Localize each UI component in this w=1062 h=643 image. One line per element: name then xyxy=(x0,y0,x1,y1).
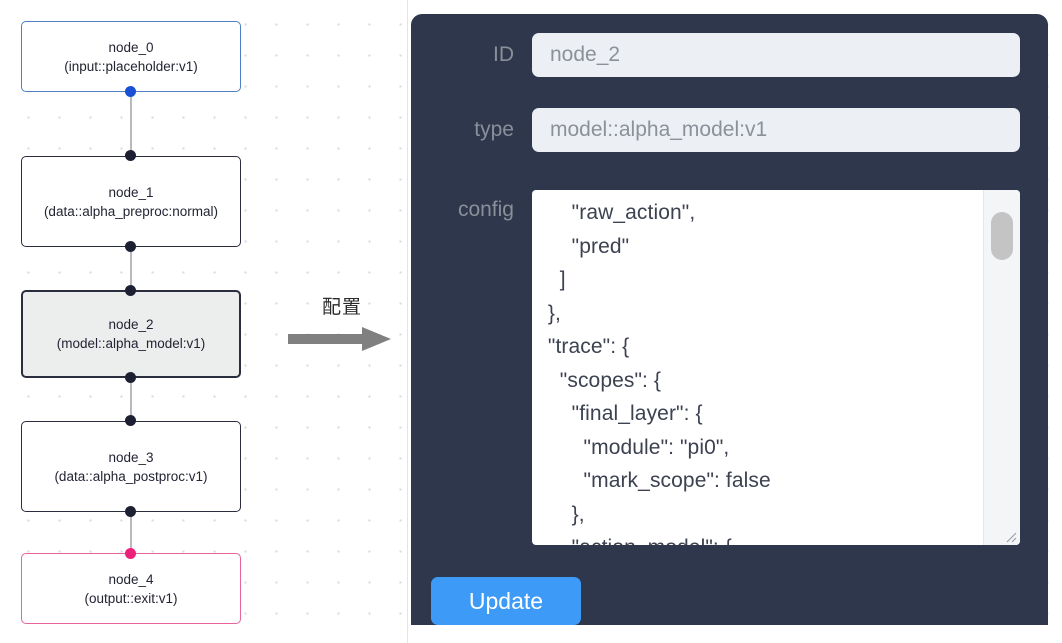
node-title: node_0 xyxy=(108,39,154,55)
update-button[interactable]: Update xyxy=(431,577,581,625)
port-node_3-output[interactable] xyxy=(125,506,136,517)
field-row-id: ID xyxy=(411,33,1048,77)
graph-node-node_0[interactable]: node_0 (input::placeholder:v1) xyxy=(21,21,241,92)
type-input[interactable] xyxy=(532,108,1020,152)
node-inspector-panel: ID type config "raw_action", "pred" ] },… xyxy=(411,14,1048,625)
node-title: node_2 xyxy=(108,317,154,332)
node-title: node_3 xyxy=(108,449,154,465)
node-title: node_1 xyxy=(108,184,154,200)
field-row-type: type xyxy=(411,108,1048,152)
config-scrollbar[interactable] xyxy=(983,190,1020,545)
config-field-label: config xyxy=(457,198,514,221)
resize-grip-icon[interactable] xyxy=(1003,529,1017,543)
node-subtitle: (data::alpha_preproc:normal) xyxy=(43,203,219,219)
edge-node1-node2 xyxy=(130,246,132,290)
graph-node-node_4[interactable]: node_4 (output::exit:v1) xyxy=(21,553,241,624)
edge-node2-node3 xyxy=(130,377,132,421)
graph-node-node_1[interactable]: node_1 (data::alpha_preproc:normal) xyxy=(21,156,241,247)
id-field-label: ID xyxy=(493,43,514,66)
graph-canvas[interactable]: node_0 (input::placeholder:v1) node_1 (d… xyxy=(0,0,408,643)
node-subtitle: (output::exit:v1) xyxy=(84,590,178,606)
port-node_1-output[interactable] xyxy=(125,241,136,252)
config-editor: "raw_action", "pred" ] }, "trace": { "sc… xyxy=(532,190,1020,545)
graph-node-node_3[interactable]: node_3 (data::alpha_postproc:v1) xyxy=(21,421,241,512)
node-title: node_4 xyxy=(108,571,154,587)
node-subtitle: (data::alpha_postproc:v1) xyxy=(54,468,208,484)
right-arrow-icon xyxy=(288,326,396,357)
config-scrollbar-thumb[interactable] xyxy=(991,212,1013,260)
port-node_3-input[interactable] xyxy=(125,415,136,426)
graph-node-node_2[interactable]: node_2 (model::alpha_model:v1) xyxy=(21,290,241,378)
type-field-label: type xyxy=(474,118,514,141)
node-subtitle: (input::placeholder:v1) xyxy=(64,58,198,74)
port-node_2-output[interactable] xyxy=(125,372,136,383)
field-row-config: config "raw_action", "pred" ] }, "trace"… xyxy=(411,190,1048,545)
edge-node3-node4 xyxy=(130,511,132,553)
id-input[interactable] xyxy=(532,33,1020,77)
annotation-label: 配置 xyxy=(321,297,362,318)
port-node_4-input[interactable] xyxy=(125,548,136,559)
port-node_2-input[interactable] xyxy=(125,285,136,296)
edge-node0-node1 xyxy=(130,91,132,155)
annotation-group: 配置 xyxy=(288,296,396,364)
config-textarea[interactable]: "raw_action", "pred" ] }, "trace": { "sc… xyxy=(532,190,1020,545)
node-subtitle: (model::alpha_model:v1) xyxy=(56,336,206,351)
port-node_1-input[interactable] xyxy=(125,150,136,161)
port-node_0-output[interactable] xyxy=(125,86,136,97)
